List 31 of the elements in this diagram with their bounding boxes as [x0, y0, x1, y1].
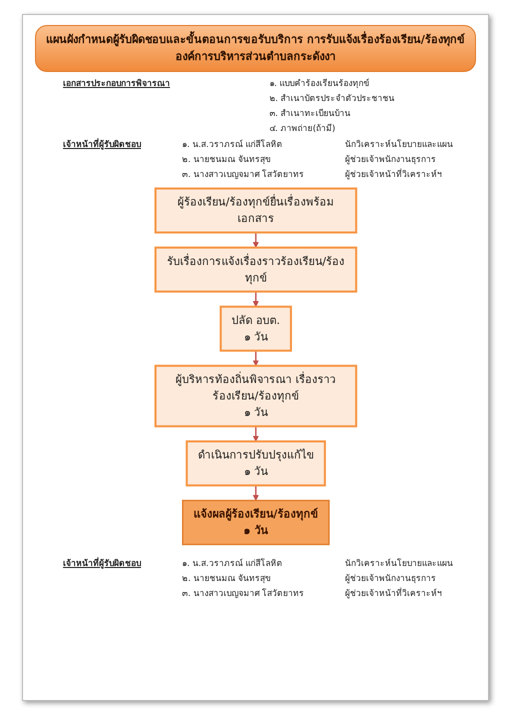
title-banner: แผนผังกำหนดผู้รับผิดชอบและขั้นตอนการขอรับบริการ การรับแจ้งเรื่องร้องเรียน/ร้องทุกข์ องค์การบริหารส่วนตำบลกระดังงา: [35, 25, 476, 72]
section-heading: เจ้าหน้าที่ผู้รับผิดชอบ: [63, 137, 142, 151]
node-box: แจ้งผลผู้ร้องเรียน/ร้องทุกข์ ๑ วัน: [182, 500, 330, 546]
list-item: ๑. น.ส.วราภรณ์ แก่สีโลหิต: [182, 557, 284, 570]
list-item: ๑. แบบคำร้องเรียนร้องทุกข์: [269, 78, 371, 90]
list-item: ๓. นางสาวเบญจมาศ โสวัตยาทร: [182, 587, 306, 600]
arrow: [252, 485, 259, 501]
list-item: ผู้ช่วยเจ้าพนักงานธุรการ: [345, 572, 438, 585]
list-item: ผู้ช่วยเจ้าหน้าที่วิเคราะห์ฯ: [345, 167, 444, 181]
arrow: [252, 350, 259, 366]
node-box: ปลัด อบต. ๑ วัน: [219, 306, 292, 352]
node-box: รับเรื่องการแจ้งเรื่องราวร้องเรียน/ร้องทุกข์: [154, 246, 357, 293]
list-item: ๑. น.ส.วราภรณ์ แก่สีโลหิต: [182, 138, 284, 151]
arrow: [252, 232, 259, 248]
node-box: ดำเนินการปรับปรุงแก้ไข ๑ วัน: [185, 440, 326, 486]
list-item: ผู้ช่วยเจ้าพนักงานธุรการ: [345, 154, 438, 166]
list-item: ๒. นายชนมณ จันทรสุข: [182, 154, 272, 166]
list-item: นักวิเคราะห์นโยบายและแผน: [345, 557, 454, 570]
list-item: ๒. สำเนาบัตรประจำตัวประชาชน: [269, 93, 396, 105]
node-box: ผู้บริหารท้องถิ่นพิจารณา เรื่องราวร้องเรียน/ร้องทุกข์ ๑ วัน: [154, 364, 357, 428]
section-heading: เจ้าหน้าที่ผู้รับผิดชอบ: [63, 556, 142, 570]
section-heading: เอกสารประกอบการพิจารณา: [63, 78, 171, 90]
list-item: ๒. นายชนมณ จันทรสุข: [182, 572, 272, 585]
list-item: ๓. สำเนาทะเบียนบ้าน: [269, 108, 352, 120]
arrow: [252, 292, 259, 307]
arrow: [252, 426, 259, 442]
list-item: ผู้ช่วยเจ้าหน้าที่วิเคราะห์ฯ: [345, 586, 444, 600]
list-item: ๓. นางสาวเบญจมาศ โสวัตยาทร: [182, 168, 306, 181]
node-box: ผู้ร้องเรียน/ร้องทุกข์ยื่นเรื่องพร้อมเอกสาร: [154, 187, 357, 234]
list-item: ๔. ภาพถ่าย(ถ้ามี): [269, 122, 336, 135]
list-item: นักวิเคราะห์นโยบายและแผน: [345, 138, 454, 151]
